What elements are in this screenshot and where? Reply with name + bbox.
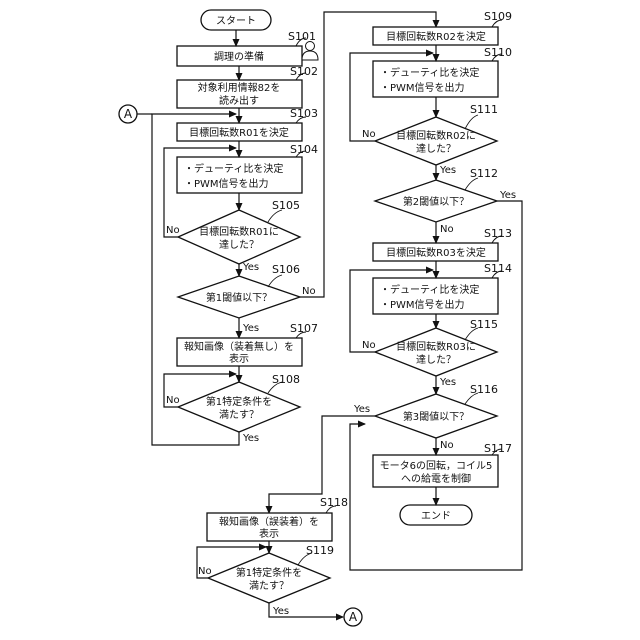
svg-text:への給電を制御: への給電を制御 — [401, 472, 471, 485]
yes-label-s111: Yes — [439, 165, 456, 176]
process-s101: 調理の準備 — [177, 46, 302, 66]
process-s117: モータ6の回転，コイル5 への給電を制御 — [373, 455, 498, 487]
svg-text:A: A — [124, 107, 133, 121]
svg-text:第2閾値以下？: 第2閾値以下？ — [403, 195, 469, 208]
step-label-s117: S117 — [484, 442, 512, 455]
person-icon — [302, 42, 318, 61]
step-label-s101: S101 — [288, 30, 316, 43]
svg-text:達した？: 達した？ — [416, 143, 456, 155]
process-s103: 目標回転数R01を決定 — [177, 123, 302, 141]
step-label-s115: S115 — [470, 318, 498, 331]
svg-text:スタート: スタート — [216, 15, 256, 27]
decision-s111: 目標回転数R02に 達した？ — [375, 117, 497, 165]
step-label-s119: S119 — [306, 544, 334, 557]
step-label-s114: S114 — [484, 262, 512, 275]
step-label-s108: S108 — [272, 373, 300, 386]
step-label-s110: S110 — [484, 46, 512, 59]
svg-text:達した？: 達した？ — [219, 239, 259, 251]
svg-text:調理の準備: 調理の準備 — [214, 50, 264, 63]
step-label-s104: S104 — [290, 143, 318, 156]
svg-text:・PWM信号を出力: ・PWM信号を出力 — [184, 177, 269, 190]
svg-text:第1閾値以下？: 第1閾値以下？ — [206, 291, 272, 304]
decision-s116: 第3閾値以下？ — [375, 394, 497, 438]
svg-text:第1特定条件を: 第1特定条件を — [206, 395, 272, 408]
svg-text:報知画像（誤装着）を: 報知画像（誤装着）を — [219, 515, 319, 528]
svg-text:モータ6の回転，コイル5: モータ6の回転，コイル5 — [380, 460, 493, 472]
step-label-s107: S107 — [290, 322, 318, 335]
yes-label-s106: Yes — [242, 323, 259, 334]
svg-text:・デューティ比を決定: ・デューティ比を決定 — [184, 162, 283, 175]
step-label-s112: S112 — [470, 167, 498, 180]
no-label-s106: No — [302, 286, 316, 297]
end-terminal: エンド — [400, 505, 472, 525]
yes-label-s105: Yes — [242, 262, 259, 273]
yes-label-s108: Yes — [242, 433, 259, 444]
step-label-s116: S116 — [470, 383, 498, 396]
process-s104: ・デューティ比を決定 ・PWM信号を出力 — [177, 157, 302, 193]
svg-text:エンド: エンド — [421, 511, 451, 522]
process-s118: 報知画像（誤装着）を 表示 — [207, 513, 332, 541]
yes-label-s112: Yes — [499, 190, 516, 201]
step-label-s113: S113 — [484, 227, 512, 240]
yes-label-s115: Yes — [439, 377, 456, 388]
svg-text:・デューティ比を決定: ・デューティ比を決定 — [380, 66, 479, 79]
no-label-s119: No — [198, 566, 212, 577]
step-label-s109: S109 — [484, 10, 512, 23]
svg-text:A: A — [349, 610, 358, 624]
no-label-s115: No — [362, 340, 376, 351]
connector-a-bottom: A — [344, 608, 362, 626]
no-label-s105: No — [166, 225, 180, 236]
svg-text:・デューティ比を決定: ・デューティ比を決定 — [380, 283, 479, 296]
yes-label-s119: Yes — [272, 606, 289, 617]
decision-s106: 第1閾値以下？ — [178, 276, 300, 318]
decision-s115: 目標回転数R03に 達した？ — [375, 328, 497, 376]
process-s110: ・デューティ比を決定 ・PWM信号を出力 — [373, 61, 498, 97]
start-terminal: スタート — [201, 10, 271, 30]
process-s109: 目標回転数R02を決定 — [373, 27, 498, 45]
svg-text:目標回転数R02に: 目標回転数R02に — [396, 129, 476, 142]
svg-text:満たす？: 満たす？ — [249, 580, 289, 592]
decision-s108: 第1特定条件を 満たす？ — [178, 382, 300, 432]
svg-text:第3閾値以下？: 第3閾値以下？ — [403, 410, 469, 423]
no-label-s112: No — [440, 224, 454, 235]
svg-text:達した？: 達した？ — [416, 354, 456, 366]
svg-text:第1特定条件を: 第1特定条件を — [236, 566, 302, 579]
svg-text:表示: 表示 — [229, 352, 249, 365]
svg-text:目標回転数R03を決定: 目標回転数R03を決定 — [386, 246, 486, 259]
decision-s119: 第1特定条件を 満たす？ — [208, 553, 330, 603]
no-label-s116: No — [440, 440, 454, 451]
no-label-s108: No — [166, 395, 180, 406]
connector-a-top: A — [119, 105, 137, 123]
svg-text:表示: 表示 — [259, 527, 279, 540]
process-s113: 目標回転数R03を決定 — [373, 243, 498, 261]
svg-text:・PWM信号を出力: ・PWM信号を出力 — [380, 298, 465, 311]
decision-s105: 目標回転数R01に 達した？ — [178, 210, 300, 264]
svg-text:目標回転数R01を決定: 目標回転数R01を決定 — [189, 126, 289, 139]
svg-text:目標回転数R01に: 目標回転数R01に — [199, 225, 279, 238]
step-label-s111: S111 — [470, 103, 498, 116]
decision-s112: 第2閾値以下？ — [375, 180, 497, 222]
step-label-s106: S106 — [272, 263, 300, 276]
svg-text:満たす？: 満たす？ — [219, 409, 259, 421]
process-s102: 対象利用情報82を 読み出す — [177, 80, 302, 108]
svg-text:目標回転数R02を決定: 目標回転数R02を決定 — [386, 30, 486, 43]
process-s107: 報知画像（装着無し）を 表示 — [177, 338, 302, 366]
yes-label-s116: Yes — [353, 404, 370, 415]
svg-text:読み出す: 読み出す — [219, 94, 259, 107]
svg-text:・PWM信号を出力: ・PWM信号を出力 — [380, 81, 465, 94]
svg-text:対象利用情報82を: 対象利用情報82を — [198, 81, 281, 94]
svg-text:目標回転数R03に: 目標回転数R03に — [396, 340, 476, 353]
svg-text:報知画像（装着無し）を: 報知画像（装着無し）を — [184, 340, 294, 353]
step-label-s118: S118 — [320, 496, 348, 509]
step-label-s103: S103 — [290, 107, 318, 120]
step-label-s102: S102 — [290, 65, 318, 78]
step-label-s105: S105 — [272, 199, 300, 212]
process-s114: ・デューティ比を決定 ・PWM信号を出力 — [373, 278, 498, 314]
no-label-s111: No — [362, 129, 376, 140]
